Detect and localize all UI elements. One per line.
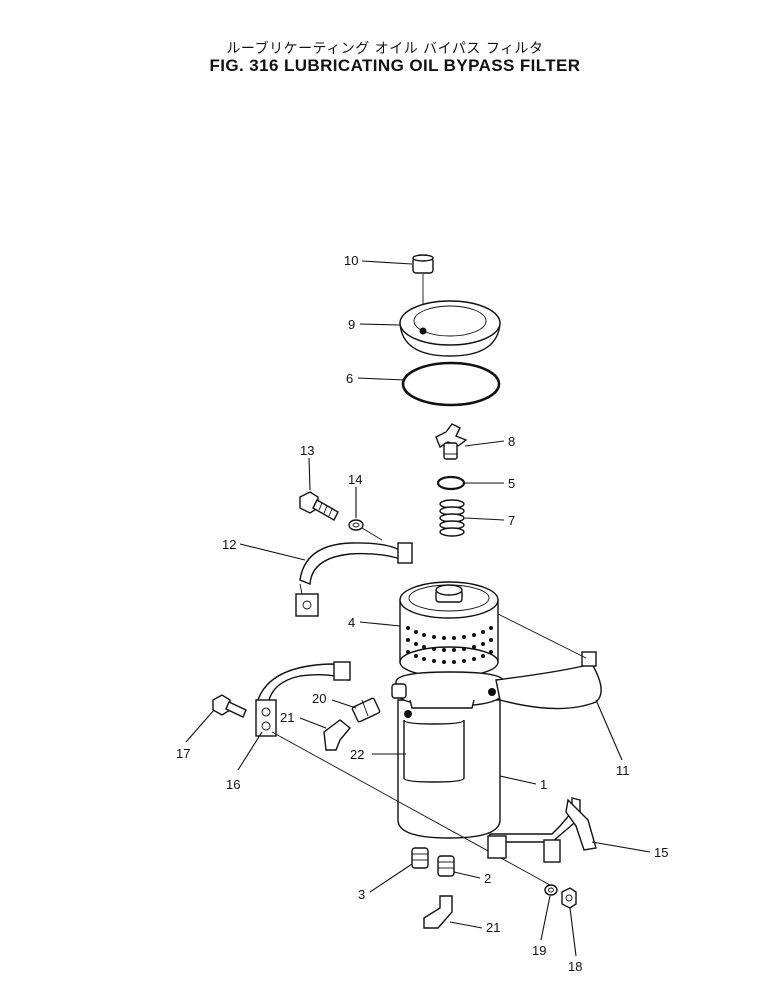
part-12-clamp — [295, 542, 413, 617]
part-13-bolt — [299, 491, 339, 521]
part-2-plug — [437, 855, 455, 877]
callout-22: 22 — [350, 747, 364, 762]
part-18-nut — [561, 887, 577, 909]
part-1-filter-body — [391, 671, 505, 839]
callout-11: 11 — [616, 763, 630, 778]
part-21-elbow-lower — [423, 895, 453, 929]
callout-7: 7 — [508, 513, 515, 528]
part-19-washer — [544, 884, 558, 896]
callout-12: 12 — [222, 537, 236, 552]
callout-20: 20 — [312, 691, 326, 706]
callout-4: 4 — [348, 615, 355, 630]
part-7-spring — [439, 499, 465, 537]
callout-10: 10 — [344, 253, 358, 268]
part-5-ring — [436, 475, 466, 491]
part-15-bracket — [487, 797, 597, 863]
part-9-cover — [399, 300, 501, 357]
callout-18: 18 — [568, 959, 582, 974]
callout-14: 14 — [348, 472, 362, 487]
part-16-clamp — [255, 661, 551, 886]
part-6-o-ring — [401, 361, 501, 407]
part-17-bolt — [212, 694, 247, 718]
figure-title: FIG. 316 LUBRICATING OIL BYPASS FILTER — [209, 56, 581, 75]
callout-21-lower: 21 — [486, 920, 500, 935]
callout-16: 16 — [226, 777, 240, 792]
part-4-element — [399, 581, 499, 678]
leader-lines — [185, 260, 651, 957]
callout-17: 17 — [176, 746, 190, 761]
callout-1: 1 — [540, 777, 547, 792]
callout-2: 2 — [484, 871, 491, 886]
part-20-fitting — [351, 697, 381, 723]
figure-title-japanese: ルーブリケーティング オイル バイパス フィルタ — [226, 41, 544, 57]
callout-9: 9 — [348, 317, 355, 332]
callout-5: 5 — [508, 476, 515, 491]
part-3-plug — [411, 847, 429, 869]
callout-labels: 10 9 6 8 5 7 13 14 12 4 20 21 17 16 22 1… — [176, 253, 668, 974]
part-8-valve — [435, 423, 468, 460]
callout-8: 8 — [508, 434, 515, 449]
callout-21-upper: 21 — [280, 710, 294, 725]
part-11-clamp — [495, 613, 602, 710]
callout-13: 13 — [300, 443, 314, 458]
callout-19: 19 — [532, 943, 546, 958]
callout-15: 15 — [654, 845, 668, 860]
callout-6: 6 — [346, 371, 353, 386]
callout-3: 3 — [358, 887, 365, 902]
part-14-washer — [348, 519, 383, 541]
part-21-elbow-upper — [323, 719, 351, 751]
